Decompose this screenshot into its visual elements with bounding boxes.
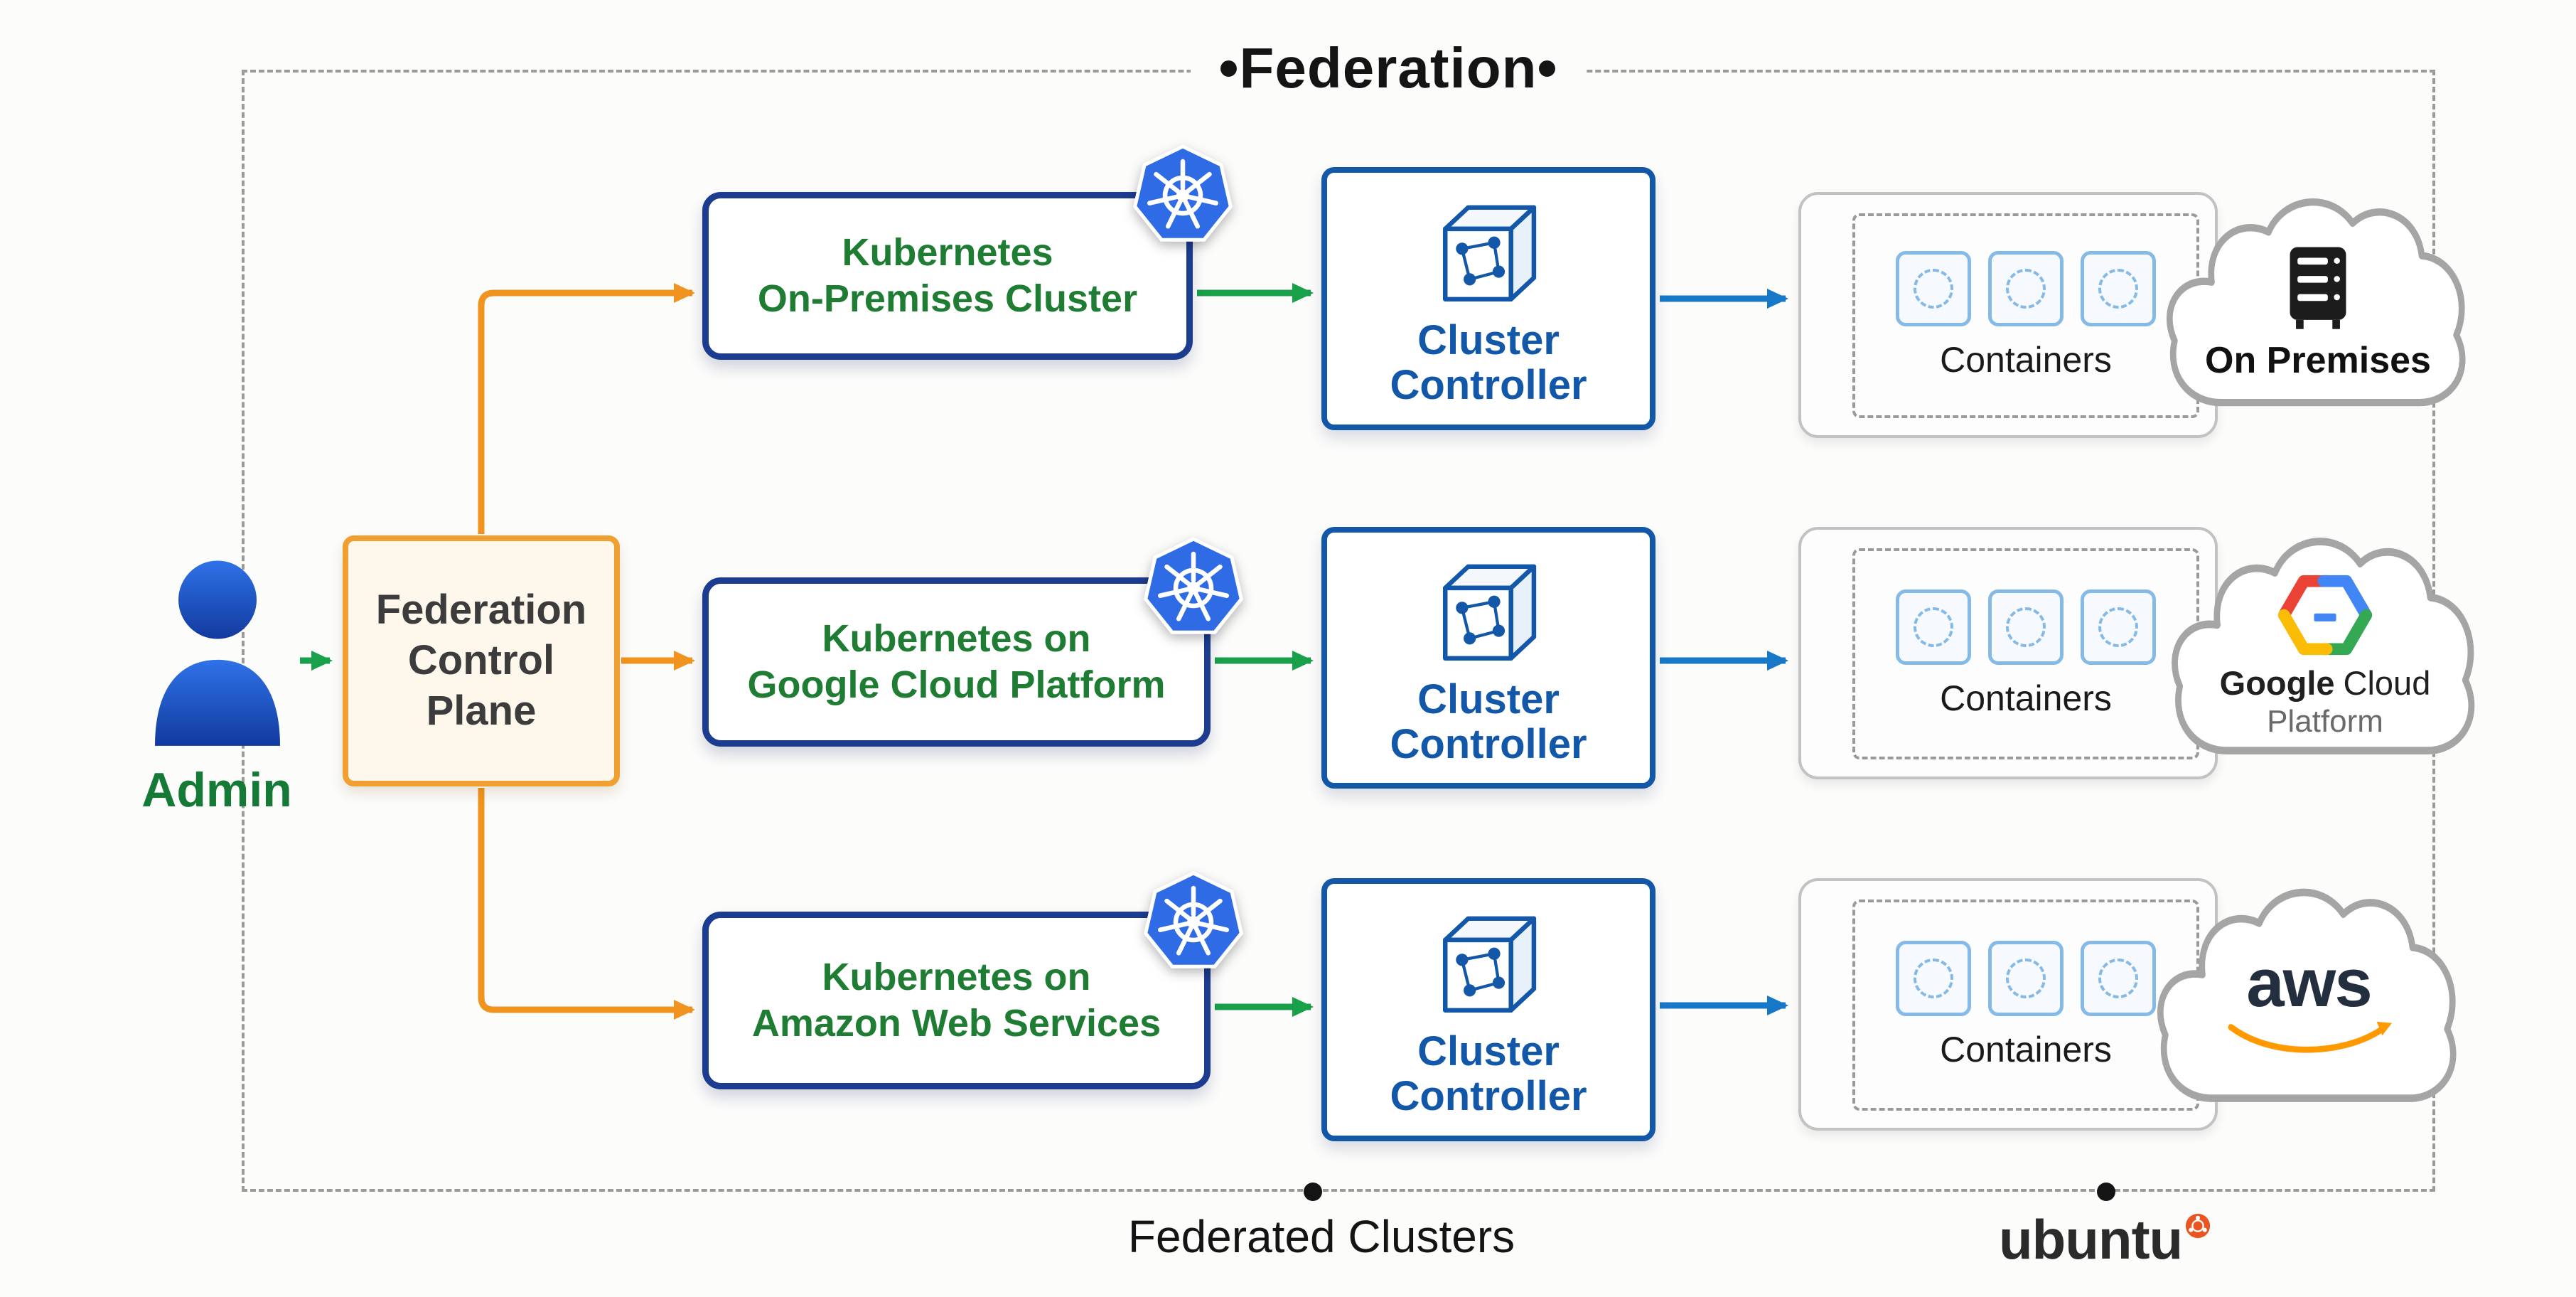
cluster-line2: Google Cloud Platform (747, 663, 1166, 706)
pod-circle-icon (1914, 958, 1953, 998)
on-premises-cloud: On Premises (2157, 179, 2479, 444)
kubernetes-logo-icon (1143, 537, 1244, 634)
cluster-line2: On-Premises Cluster (757, 277, 1138, 320)
pod-circle-icon (2098, 269, 2138, 309)
containers-group-aws: Containers (1798, 878, 2218, 1131)
pod-circle-icon (2098, 958, 2138, 998)
cluster-box-gcp: Kubernetes on Google Cloud Platform (702, 577, 1211, 747)
fcp-line2: Control (407, 637, 555, 684)
kubernetes-logo-icon (1132, 144, 1233, 242)
cluster-line1: Kubernetes on (822, 617, 1091, 661)
pod-circle-icon (1914, 607, 1953, 647)
controller-line2: Controller (1390, 362, 1587, 408)
controller-line1: Cluster (1417, 317, 1560, 364)
pod-circle-icon (2006, 958, 2046, 998)
containers-label: Containers (1940, 678, 2112, 718)
containers-label: Containers (1940, 340, 2112, 380)
federation-control-plane-box: Federation Control Plane (343, 535, 620, 786)
boundary-dot-right (2097, 1183, 2115, 1201)
cloud-outline-icon (2157, 888, 2457, 1102)
container-icon (2081, 940, 2156, 1016)
provider-label-aws: aws (2246, 945, 2372, 1021)
federated-clusters-label: Federated Clusters (1127, 1211, 1515, 1262)
gcp-word-google: Google (2219, 663, 2335, 702)
cluster-line1: Kubernetes on (822, 956, 1091, 999)
google-cloud-logo-icon (2277, 575, 2373, 655)
boundary-dot-left (1304, 1183, 1322, 1201)
controller-line1: Cluster (1417, 1028, 1560, 1075)
containers-group-onprem: Containers (1798, 192, 2218, 438)
containers-dashed-boundary: Containers (1852, 213, 2199, 418)
server-cube-icon (1442, 205, 1536, 302)
container-icon (2081, 251, 2156, 326)
server-cube-icon (1442, 916, 1536, 1013)
cluster-controller-box-onprem: Cluster Controller (1321, 167, 1655, 430)
pod-circle-icon (1914, 269, 1953, 309)
admin-label: Admin (141, 763, 292, 817)
cluster-line1: Kubernetes (842, 231, 1053, 274)
aws-smile-arrow-icon (2228, 1021, 2392, 1053)
container-icon (1896, 589, 1971, 665)
container-icon (2081, 589, 2156, 665)
container-icon (1988, 251, 2064, 326)
container-icon (1988, 589, 2064, 665)
ubuntu-circle-of-friends-icon (2186, 1213, 2211, 1239)
container-icons-row (1896, 589, 2156, 665)
gcp-word-cloud: Cloud (2343, 663, 2431, 702)
aws-cloud: aws (2148, 869, 2469, 1141)
controller-line1: Cluster (1417, 676, 1560, 723)
containers-dashed-boundary: Containers (1852, 548, 2199, 759)
gcp-word-platform: Platform (2267, 703, 2383, 739)
ubuntu-logo: ubuntu (1999, 1207, 2211, 1272)
diagram-title-text: •Federation• (1190, 36, 1587, 101)
container-icon (1896, 251, 1971, 326)
server-rack-icon (2290, 247, 2346, 329)
diagram-title: •Federation• (1104, 36, 1673, 101)
container-icons-row (1896, 251, 2156, 326)
cluster-line2: Amazon Web Services (751, 1002, 1161, 1045)
admin-person-icon (155, 560, 280, 746)
cluster-controller-box-aws: Cluster Controller (1321, 878, 1655, 1141)
cluster-controller-box-gcp: Cluster Controller (1321, 527, 1655, 789)
cluster-box-on-premises: Kubernetes On-Premises Cluster (702, 192, 1193, 360)
pod-circle-icon (2006, 269, 2046, 309)
containers-dashed-boundary: Containers (1852, 900, 2199, 1111)
containers-label: Containers (1940, 1029, 2112, 1069)
pod-circle-icon (2098, 607, 2138, 647)
server-cube-icon (1442, 564, 1536, 661)
controller-line2: Controller (1390, 1073, 1587, 1119)
kubernetes-logo-icon (1143, 871, 1244, 968)
provider-label-on-premises: On Premises (2205, 340, 2431, 381)
ubuntu-wordmark: ubuntu (1999, 1208, 2183, 1271)
fcp-line3: Plane (426, 687, 537, 734)
cluster-box-aws: Kubernetes on Amazon Web Services (702, 912, 1211, 1089)
container-icons-row (1896, 940, 2156, 1016)
fcp-line1: Federation (375, 587, 587, 634)
containers-group-gcp: Containers (1798, 527, 2218, 779)
pod-circle-icon (2006, 607, 2046, 647)
container-icon (1896, 940, 1971, 1016)
controller-line2: Controller (1390, 721, 1587, 767)
container-icon (1988, 940, 2064, 1016)
